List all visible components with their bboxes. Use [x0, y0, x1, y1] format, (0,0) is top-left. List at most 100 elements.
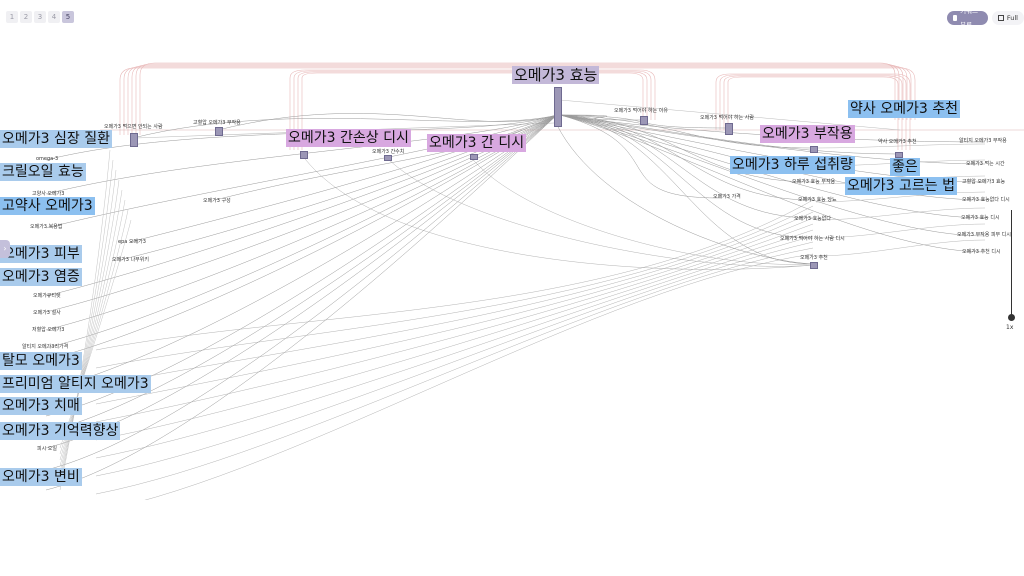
link-curve: [293, 70, 652, 150]
link-curve: [95, 223, 814, 423]
link-curve: [815, 143, 986, 149]
node-box-side-effect[interactable]: [810, 146, 818, 153]
link-curve: [95, 235, 814, 459]
keyword-map-button[interactable]: 키워드 분류: [947, 7, 988, 29]
link-curve: [559, 114, 721, 199]
node-label-highlight[interactable]: 크릴오일 효능: [0, 163, 86, 181]
link-curve: [815, 223, 986, 239]
link-curve: [95, 229, 814, 441]
node-label[interactable]: 오메가3 간수치: [372, 149, 405, 155]
node-label[interactable]: 오메가3 추천: [800, 255, 828, 261]
node-label[interactable]: 오메가3 먹는 시간: [966, 161, 1005, 167]
node-label[interactable]: 저혈압 오메가3: [32, 327, 65, 333]
node-label[interactable]: 오메가3 효능없다: [794, 216, 831, 222]
root-node-box[interactable]: [554, 87, 562, 127]
node-label[interactable]: 오메가3 구성: [203, 198, 231, 204]
node-label[interactable]: 오메가3 효능 부작용: [792, 179, 836, 185]
node-label-highlight[interactable]: 오메가3 피부: [0, 245, 82, 263]
node-box-pharmacist[interactable]: [895, 152, 903, 158]
node-box-hypertension[interactable]: [215, 127, 223, 136]
node-label-highlight[interactable]: 오메가3 하루 섭취량: [730, 156, 855, 174]
root-node-label[interactable]: 오메가3 효능: [512, 66, 600, 84]
link-curve: [559, 114, 814, 239]
node-label[interactable]: 오메가큐티렛: [33, 293, 61, 299]
node-label-highlight[interactable]: 오메가3 간 디시: [427, 134, 527, 152]
node-label[interactable]: 오메가3 먹어야 하는 사람: [700, 115, 754, 121]
node-label-highlight[interactable]: 오메가3 심장 질환: [0, 130, 112, 148]
page-button-3[interactable]: 3: [34, 11, 46, 23]
link-layer: [45, 62, 1024, 500]
node-label-highlight[interactable]: 오메가3 염증: [0, 268, 82, 286]
link-curve: [715, 73, 911, 150]
link-curve: [297, 71, 648, 150]
node-label[interactable]: 피시 오일: [37, 446, 57, 452]
fullscreen-button[interactable]: Full: [991, 11, 1024, 25]
node-label-highlight[interactable]: 오메가3 고르는 법: [845, 177, 957, 195]
node-box-who[interactable]: [725, 123, 733, 135]
link-curve: [131, 64, 904, 135]
node-label[interactable]: 약사 오메가3 추천: [878, 139, 917, 145]
node-box-liver-disi[interactable]: [470, 154, 478, 160]
node-label[interactable]: epa 오메가3: [118, 239, 146, 245]
link-curve: [59, 149, 111, 491]
node-label[interactable]: 오메가3 먹으면 안되는 사람: [104, 124, 163, 130]
link-curve: [129, 114, 558, 243]
link-curve: [45, 114, 558, 491]
node-box-reason[interactable]: [640, 116, 648, 125]
node-box-heart[interactable]: [130, 133, 138, 147]
link-curve: [301, 72, 644, 150]
node-label[interactable]: 오메가3 부작용 피부 디시: [957, 232, 1011, 238]
node-label[interactable]: 오메가3 먹어야 하는 이유: [614, 108, 668, 114]
link-curve: [139, 62, 896, 135]
page-button-1[interactable]: 1: [6, 11, 18, 23]
link-curve: [95, 217, 814, 405]
page-button-5[interactable]: 5: [62, 11, 74, 23]
node-label-highlight[interactable]: 프리미엄 알티지 오메가3: [0, 375, 151, 393]
page-button-2[interactable]: 2: [20, 11, 32, 23]
node-label[interactable]: omega-3: [36, 156, 59, 162]
node-label[interactable]: 오메가3 효능없다 디시: [962, 197, 1010, 203]
node-label[interactable]: 오메가3 가격: [713, 194, 741, 200]
node-label[interactable]: 오메가3 나무위키: [112, 257, 149, 263]
node-label[interactable]: 고혈압 오메가3 부작용: [193, 120, 241, 126]
node-label[interactable]: 오메가3 효능 디시: [961, 215, 1000, 221]
node-label-highlight[interactable]: 오메가3 부작용: [760, 125, 855, 143]
link-curve: [723, 75, 903, 150]
zoom-slider[interactable]: 1x: [1006, 210, 1018, 340]
link-curve: [144, 253, 814, 500]
link-curve: [59, 199, 126, 461]
node-label-highlight[interactable]: 오메가3 기억력향상: [0, 422, 121, 440]
node-label-highlight[interactable]: 오메가3 변비: [0, 468, 82, 486]
node-label[interactable]: 알티지 오메가3 부작용: [959, 138, 1007, 144]
zoom-handle[interactable]: [1008, 314, 1015, 321]
node-label[interactable]: 고혈압 오메가3 효능: [962, 179, 1006, 185]
node-label-highlight[interactable]: 오메가3 치매: [0, 397, 82, 415]
node-box-recommend[interactable]: [810, 262, 818, 269]
page-button-4[interactable]: 4: [48, 11, 60, 23]
node-label-highlight[interactable]: 약사 오메가3 추천: [848, 100, 960, 118]
node-label[interactable]: 알티지 오메가3리가격: [22, 344, 69, 350]
link-curve: [556, 124, 814, 265]
node-label[interactable]: 오메가3 설사: [33, 310, 61, 316]
node-label[interactable]: 오메가3 먹어야 하는 사람 디시: [780, 236, 845, 242]
link-curve: [559, 114, 814, 149]
node-label[interactable]: 고양사 오메가3: [32, 191, 65, 197]
node-label-highlight[interactable]: 고약사 오메가3: [0, 197, 95, 215]
toolbar: 키워드 분류 Full: [947, 7, 1024, 29]
node-label[interactable]: 오메가3 복용법: [30, 224, 63, 230]
node-label-highlight[interactable]: 탈모 오메가3: [0, 352, 82, 370]
node-label[interactable]: 오메가3 효능 당뇨: [798, 197, 837, 203]
node-label[interactable]: 오메가3 추천 디시: [962, 249, 1001, 255]
sidebar-toggle-button[interactable]: ›: [0, 240, 10, 258]
node-label-highlight[interactable]: 좋은: [890, 158, 920, 176]
link-curve: [815, 239, 986, 257]
link-curve: [95, 205, 814, 369]
node-box-liver-damage[interactable]: [300, 151, 308, 159]
node-label-highlight[interactable]: 오메가3 간손상 디시: [286, 129, 411, 147]
zoom-track: [1011, 210, 1012, 320]
link-curve: [559, 114, 899, 155]
node-box-liver-level[interactable]: [384, 155, 392, 161]
link-curve: [469, 155, 814, 265]
link-curve: [559, 114, 986, 165]
keyword-graph-canvas[interactable]: 오메가3 먹으면 안되는 사람 고혈압 오메가3 부작용 omega-3 고양사…: [0, 60, 1024, 500]
